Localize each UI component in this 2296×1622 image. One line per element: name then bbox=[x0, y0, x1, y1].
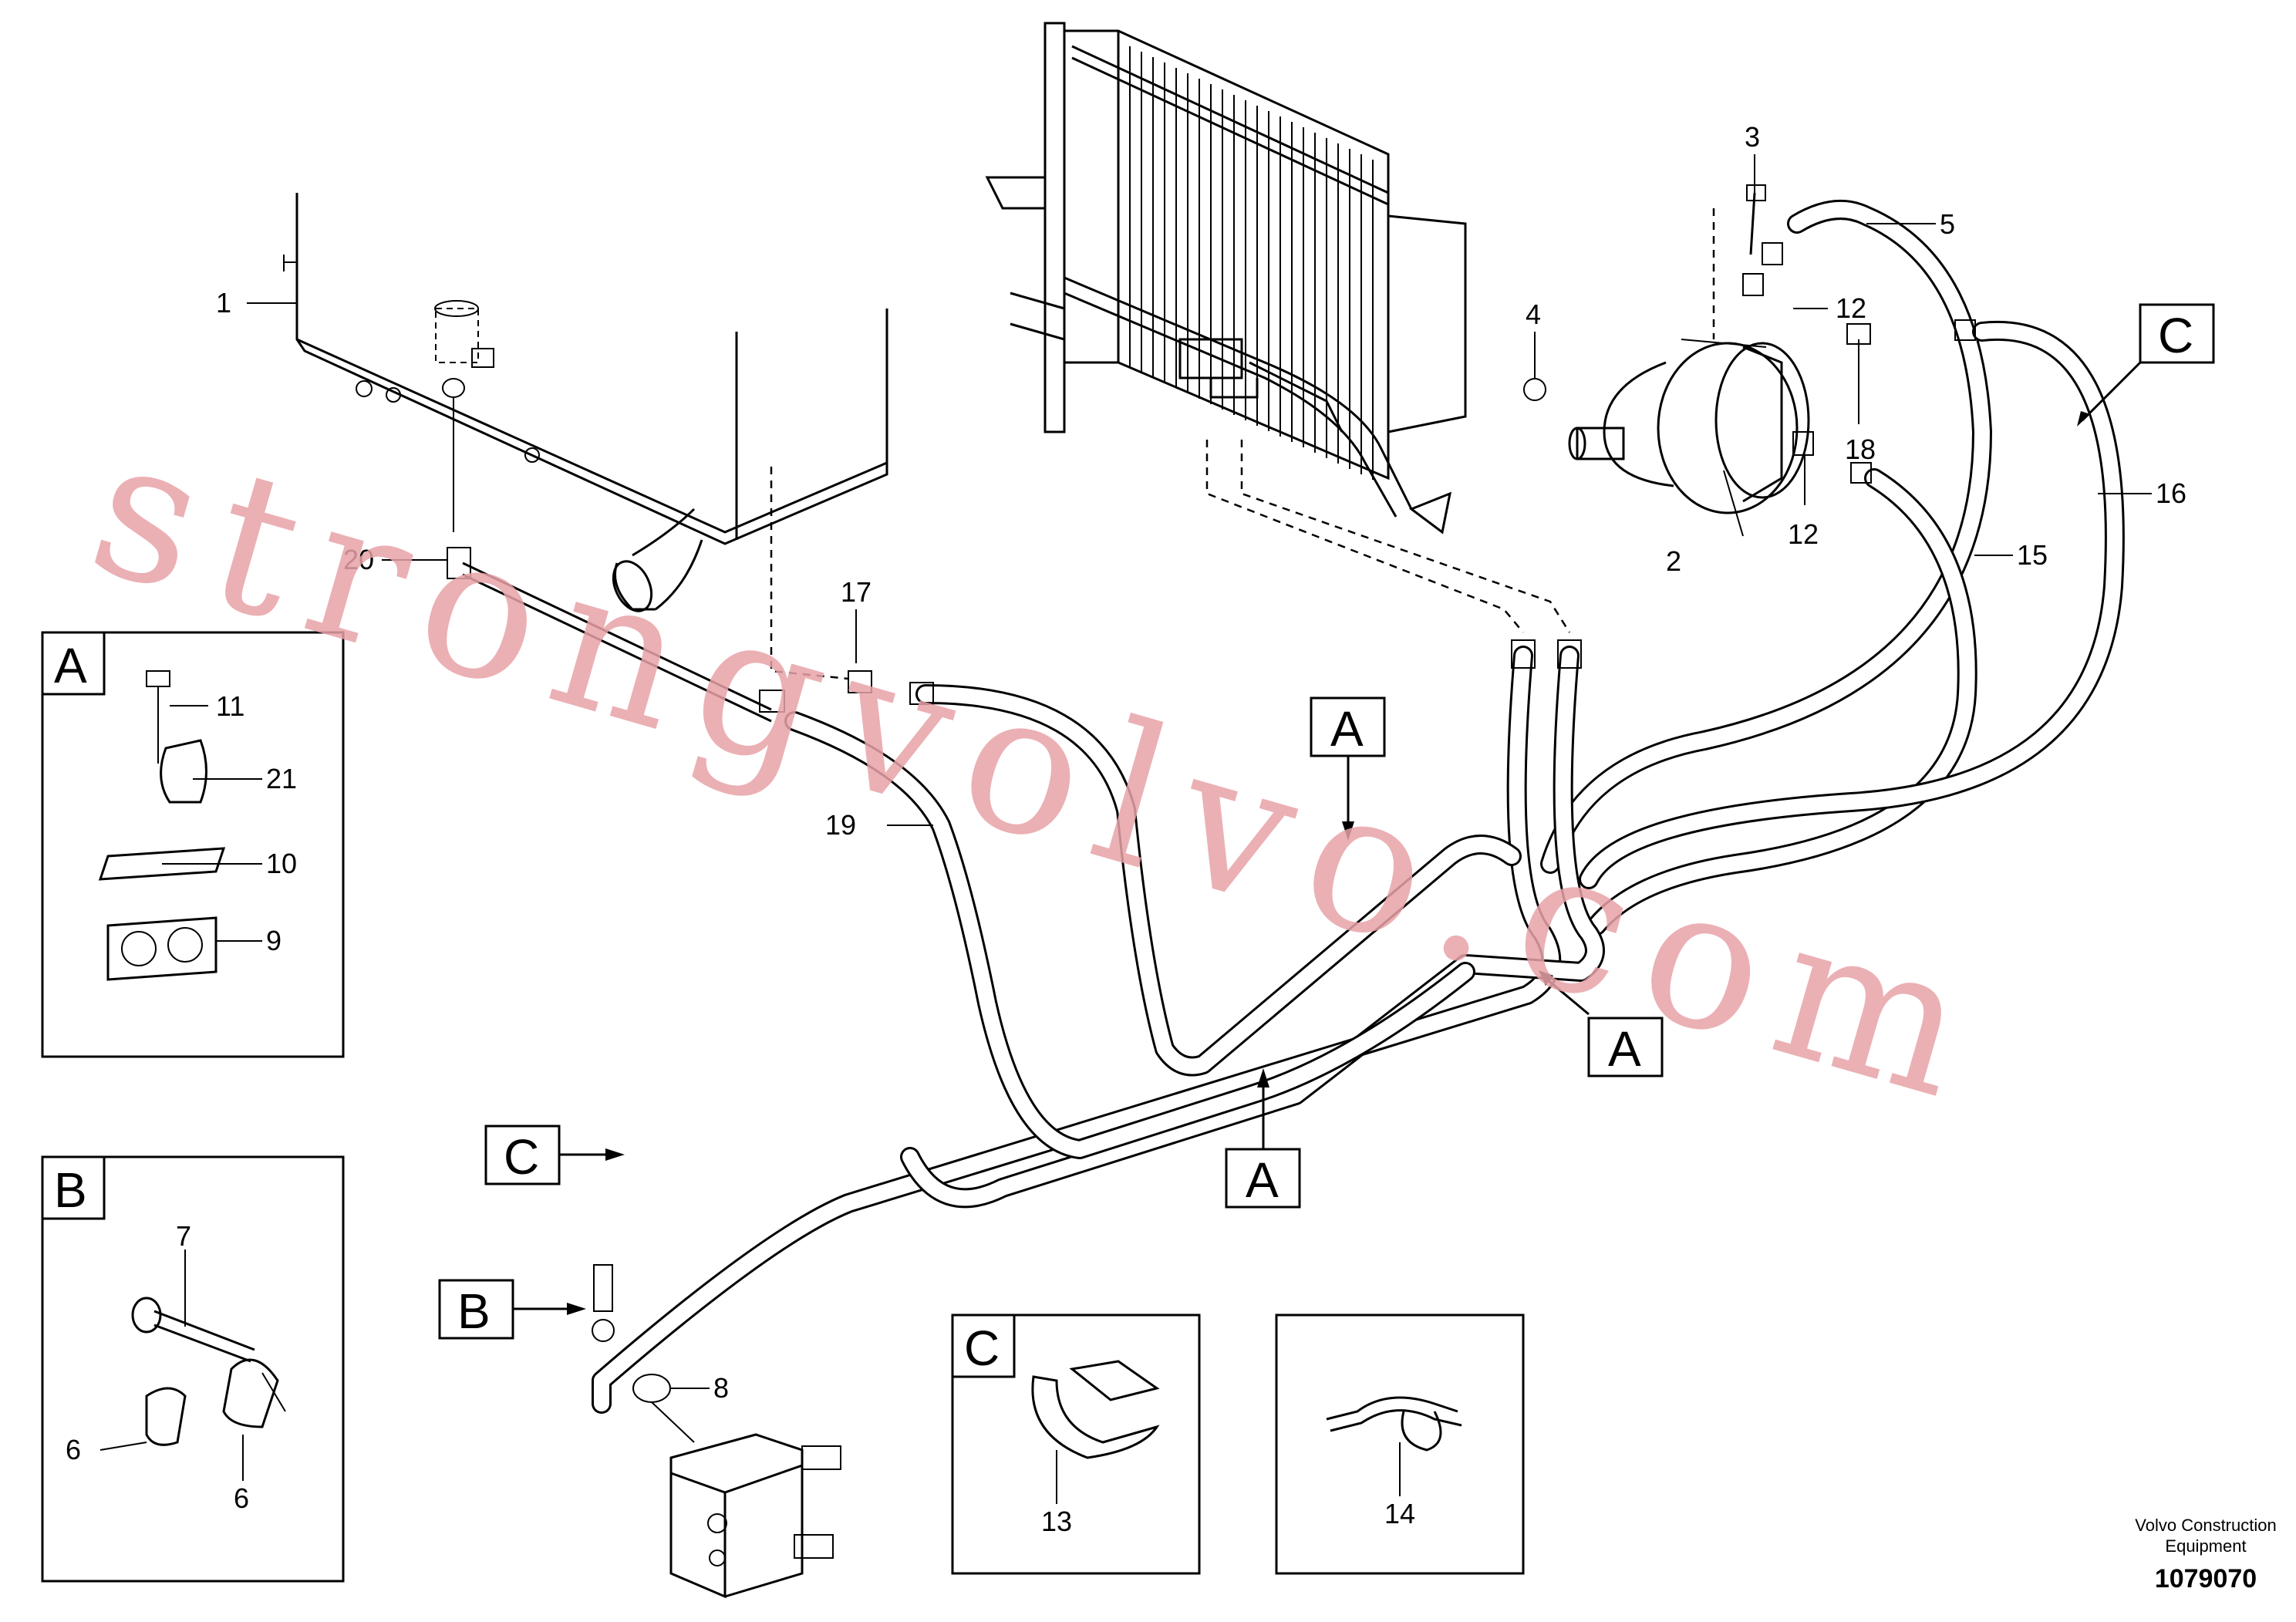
oil-cooler bbox=[985, 22, 1467, 534]
detail-box-cable-tie bbox=[1275, 1313, 1525, 1575]
view-marker-b-1: B bbox=[457, 1283, 491, 1339]
detail-box-a: A bbox=[41, 631, 345, 1058]
detail-box-b: B bbox=[41, 1155, 345, 1583]
view-marker-a-1: A bbox=[1330, 701, 1364, 757]
label-17: 17 bbox=[841, 576, 872, 608]
detail-box-c: C bbox=[951, 1313, 1201, 1575]
label-12-bottom: 12 bbox=[1788, 518, 1819, 550]
valve-block bbox=[651, 1401, 841, 1599]
label-9: 9 bbox=[266, 925, 282, 956]
footer: Volvo Construction Equipment 1079070 bbox=[2135, 1516, 2276, 1593]
watermark: strongvolvo.com bbox=[70, 393, 2012, 1148]
leader-lines bbox=[247, 154, 2152, 1389]
detail-box-c-label: C bbox=[964, 1320, 1000, 1376]
footer-line2: Equipment bbox=[2165, 1536, 2246, 1556]
label-19: 19 bbox=[825, 809, 856, 841]
label-1: 1 bbox=[216, 287, 231, 319]
part-labels: 1 2 3 4 5 12 12 16 15 18 17 20 19 8 11 2… bbox=[66, 121, 2186, 1537]
detail-box-b-label: B bbox=[54, 1162, 87, 1218]
footer-line1: Volvo Construction bbox=[2135, 1516, 2276, 1535]
view-marker-a-3: A bbox=[1246, 1152, 1279, 1208]
label-10: 10 bbox=[266, 848, 297, 879]
label-11: 11 bbox=[216, 690, 244, 722]
label-5: 5 bbox=[1940, 208, 1955, 240]
label-2: 2 bbox=[1666, 545, 1681, 577]
label-4: 4 bbox=[1526, 298, 1541, 330]
watermark-text: strongvolvo.com bbox=[70, 393, 2012, 1148]
label-13: 13 bbox=[1041, 1506, 1072, 1537]
label-8: 8 bbox=[713, 1372, 729, 1404]
label-3: 3 bbox=[1745, 121, 1760, 153]
footer-number: 1079070 bbox=[2155, 1564, 2257, 1593]
label-16: 16 bbox=[2156, 477, 2186, 509]
detail-box-a-label: A bbox=[54, 638, 87, 693]
hydraulic-tank bbox=[283, 193, 888, 612]
view-marker-c-2: C bbox=[504, 1129, 539, 1185]
fittings bbox=[447, 242, 1976, 1403]
label-21: 21 bbox=[266, 763, 297, 794]
label-12-top: 12 bbox=[1836, 292, 1866, 324]
view-marker-c-1: C bbox=[2158, 308, 2193, 363]
hose-lines bbox=[462, 200, 2125, 1414]
label-6-left: 6 bbox=[66, 1434, 81, 1465]
view-marker-a-2: A bbox=[1608, 1021, 1641, 1077]
fan-motor bbox=[1523, 184, 1810, 514]
label-18: 18 bbox=[1845, 433, 1876, 465]
label-14: 14 bbox=[1384, 1498, 1415, 1529]
label-15: 15 bbox=[2017, 539, 2048, 571]
label-6-right: 6 bbox=[234, 1482, 249, 1514]
view-markers: A A A C C B bbox=[438, 303, 2215, 1340]
label-20: 20 bbox=[343, 544, 374, 575]
label-7: 7 bbox=[176, 1220, 191, 1252]
